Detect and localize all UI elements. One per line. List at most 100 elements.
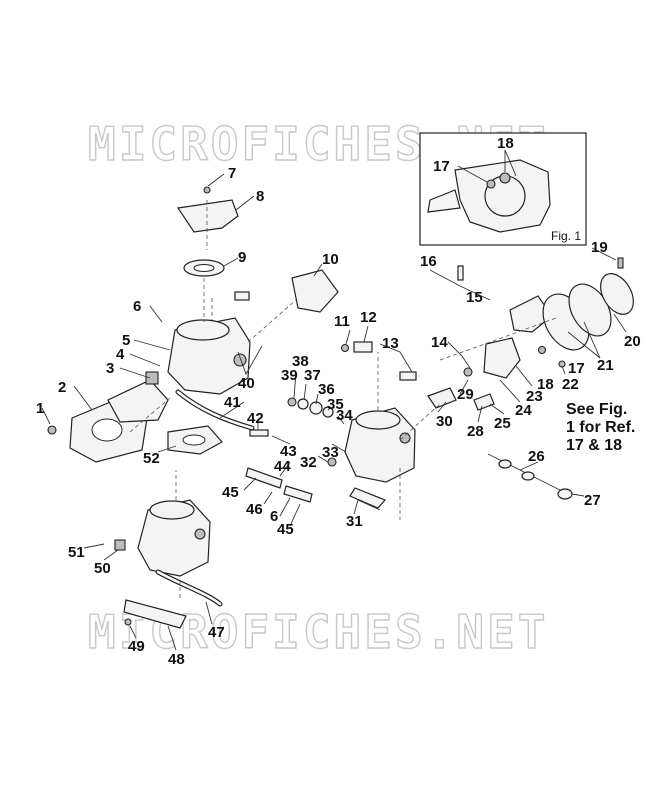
callout-51: 51 [68, 544, 85, 561]
screw [340, 343, 350, 353]
assembly-line [175, 470, 181, 600]
lead-3 [119, 367, 151, 379]
bracket [176, 199, 239, 233]
callout-1: 1 [36, 400, 44, 417]
inset-lead-17 [457, 165, 488, 183]
lead-19 [591, 247, 617, 261]
callout-52: 52 [143, 450, 160, 467]
callout-6b: 6 [270, 508, 278, 525]
lead-13 [379, 343, 413, 373]
mount-bracket [123, 599, 187, 629]
lead-6 [149, 305, 163, 323]
callout-18: 18 [537, 376, 554, 393]
callout-7: 7 [228, 165, 236, 182]
carburetor-bore-middle [355, 410, 401, 430]
lead-29 [459, 379, 469, 395]
base-gasket-hole [182, 434, 206, 446]
callout-4: 4 [116, 346, 125, 363]
lead-33 [331, 443, 347, 453]
jet-assembly [349, 487, 387, 509]
callout-20: 20 [624, 333, 641, 350]
carburetor-bore-lower [149, 500, 195, 520]
callout-40: 40 [238, 375, 255, 392]
pin [457, 265, 464, 281]
callout-8: 8 [256, 188, 264, 205]
tube [283, 485, 313, 503]
lead-6b [279, 497, 291, 517]
lead-38 [293, 371, 297, 399]
callout-38: 38 [292, 353, 309, 370]
plug [249, 429, 269, 437]
lead-52 [157, 445, 177, 453]
assembly-line [247, 299, 297, 343]
screw [203, 186, 211, 194]
lead-40 [237, 345, 263, 376]
callout-12: 12 [360, 309, 377, 326]
carburetor-adjuster [233, 353, 247, 367]
screw [124, 618, 132, 626]
lead-12 [363, 325, 369, 343]
callout-numbers: 7 8 9 10 6 5 4 3 2 1 40 41 42 43 52 11 1… [36, 165, 641, 668]
lead-28 [477, 405, 483, 423]
inset-callout-18: 18 [497, 135, 514, 152]
note-line-2: 1 for Ref. [566, 419, 635, 436]
lead-21 [567, 321, 601, 359]
lead-36 [315, 393, 319, 405]
cover [291, 269, 339, 313]
callout-44: 44 [274, 458, 291, 475]
screw [287, 397, 297, 407]
inset-callout-17: 17 [433, 158, 450, 175]
carburetor-adjuster-lower [194, 528, 206, 540]
callout-37: 37 [304, 367, 321, 384]
lead-14 [447, 341, 471, 369]
carburetor-body-lower [137, 499, 211, 577]
callout-41: 41 [224, 394, 241, 411]
note-line-3: 17 & 18 [566, 437, 622, 454]
flange-gasket [107, 379, 169, 423]
callout-45a: 45 [222, 484, 239, 501]
clip [399, 371, 417, 381]
callout-16: 16 [420, 253, 437, 270]
callout-28: 28 [467, 423, 484, 440]
lead-8 [235, 195, 255, 211]
callout-49: 49 [128, 638, 145, 655]
callout-33: 33 [322, 444, 339, 461]
callout-47: 47 [208, 624, 225, 641]
lead-47 [205, 601, 213, 625]
leader-lines [41, 173, 627, 651]
lead-27 [571, 493, 585, 497]
lead-30 [437, 401, 447, 413]
assembly-line [129, 397, 171, 433]
hose-inner [176, 390, 254, 430]
spring [297, 398, 309, 410]
callout-9: 9 [238, 249, 246, 266]
callout-50: 50 [94, 560, 111, 577]
lead-50 [103, 549, 119, 561]
callout-27: 27 [584, 492, 601, 509]
drain-hose-inner [156, 570, 222, 606]
inset-check-valve [499, 172, 511, 184]
lead-20 [613, 313, 627, 333]
lead-48 [167, 625, 177, 651]
lead-43 [271, 435, 291, 445]
figure-1-inset: 18 17 Fig. 1 [419, 132, 587, 246]
lead-34 [337, 415, 345, 425]
callout-43: 43 [280, 443, 297, 460]
lead-24 [499, 379, 521, 403]
callout-17: 17 [568, 360, 585, 377]
callout-3: 3 [106, 360, 114, 377]
hose [175, 389, 255, 431]
o-ring [322, 406, 334, 418]
callout-31: 31 [346, 513, 363, 530]
callout-30: 30 [436, 413, 453, 430]
fitting [557, 488, 573, 500]
retainer [353, 341, 373, 353]
callout-2: 2 [58, 379, 66, 396]
lead-51 [83, 543, 105, 549]
callout-29: 29 [457, 386, 474, 403]
lead-10 [313, 263, 323, 277]
inset-screw [486, 179, 496, 189]
lead-46 [263, 491, 273, 505]
lead-35 [327, 407, 331, 411]
lead-9 [223, 257, 239, 267]
